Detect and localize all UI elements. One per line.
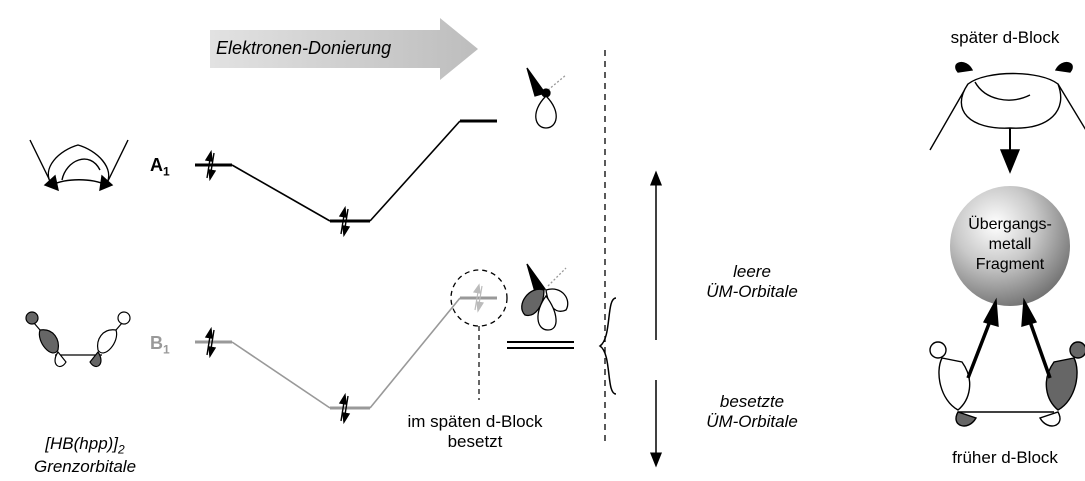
left-caption-line1: [HB(hpp)]2 xyxy=(5,434,165,457)
late-d-block-orbital xyxy=(929,62,1085,174)
a1-orbital-icon xyxy=(29,139,129,192)
occupied-orbitals-line1: besetzte xyxy=(719,392,785,411)
b1-label-sub: 1 xyxy=(163,342,170,357)
metal-fragment-label: Übergangs- metall Fragment xyxy=(950,215,1070,275)
occupied-note: im späten d-Block besetzt xyxy=(375,412,575,453)
metal-fragment-line1: Übergangs- xyxy=(968,216,1052,233)
left-caption-line2: Grenzorbitale xyxy=(33,456,137,476)
metal-fragment-line3: Fragment xyxy=(975,256,1045,273)
a1-label: A1 xyxy=(150,155,170,179)
metal-orbital-b1-icon xyxy=(521,263,569,331)
donation-arrow-label: Elektronen-Donierung xyxy=(216,38,392,58)
empty-orbitals-label: leere ÜM-Orbitale xyxy=(672,262,832,303)
highlight-circle xyxy=(450,269,508,327)
metal-orbital-a1-icon xyxy=(526,67,567,129)
left-caption-formula: [HB(hpp)] xyxy=(45,434,119,453)
occupied-orbitals-label: besetzte ÜM-Orbitale xyxy=(672,392,832,433)
b1-levels xyxy=(195,296,497,410)
late-d-block-label: später d-Block xyxy=(950,28,1060,47)
metal-levels xyxy=(507,341,574,349)
occupied-note-line1: im späten d-Block xyxy=(407,412,543,431)
metal-fragment-line2: metall xyxy=(988,236,1032,253)
b1-electrons xyxy=(204,326,351,425)
electron-donation-arrow xyxy=(210,18,478,80)
early-d-block-label: früher d-Block xyxy=(952,448,1058,467)
early-d-block-orbital xyxy=(929,297,1085,427)
empty-orbitals-line2: ÜM-Orbitale xyxy=(706,282,798,302)
b1-label: B1 xyxy=(150,333,170,357)
left-caption-sub: 2 xyxy=(118,442,125,457)
a1-label-text: A xyxy=(150,155,163,175)
empty-orbitals-line1: leere xyxy=(733,262,771,281)
occupied-note-line2: besetzt xyxy=(447,432,503,452)
metal-fragment-sphere xyxy=(950,186,1070,306)
a1-label-sub: 1 xyxy=(163,164,170,179)
curly-brace xyxy=(598,297,617,395)
occupied-orbitals-line2: ÜM-Orbitale xyxy=(706,412,798,432)
left-caption: [HB(hpp)]2 Grenzorbitale xyxy=(5,434,165,477)
b1-label-text: B xyxy=(150,333,163,353)
a1-levels xyxy=(195,119,497,223)
b1-electrons-faint xyxy=(472,283,484,313)
b1-orbital-icon xyxy=(25,311,131,367)
a1-electrons xyxy=(204,149,351,238)
